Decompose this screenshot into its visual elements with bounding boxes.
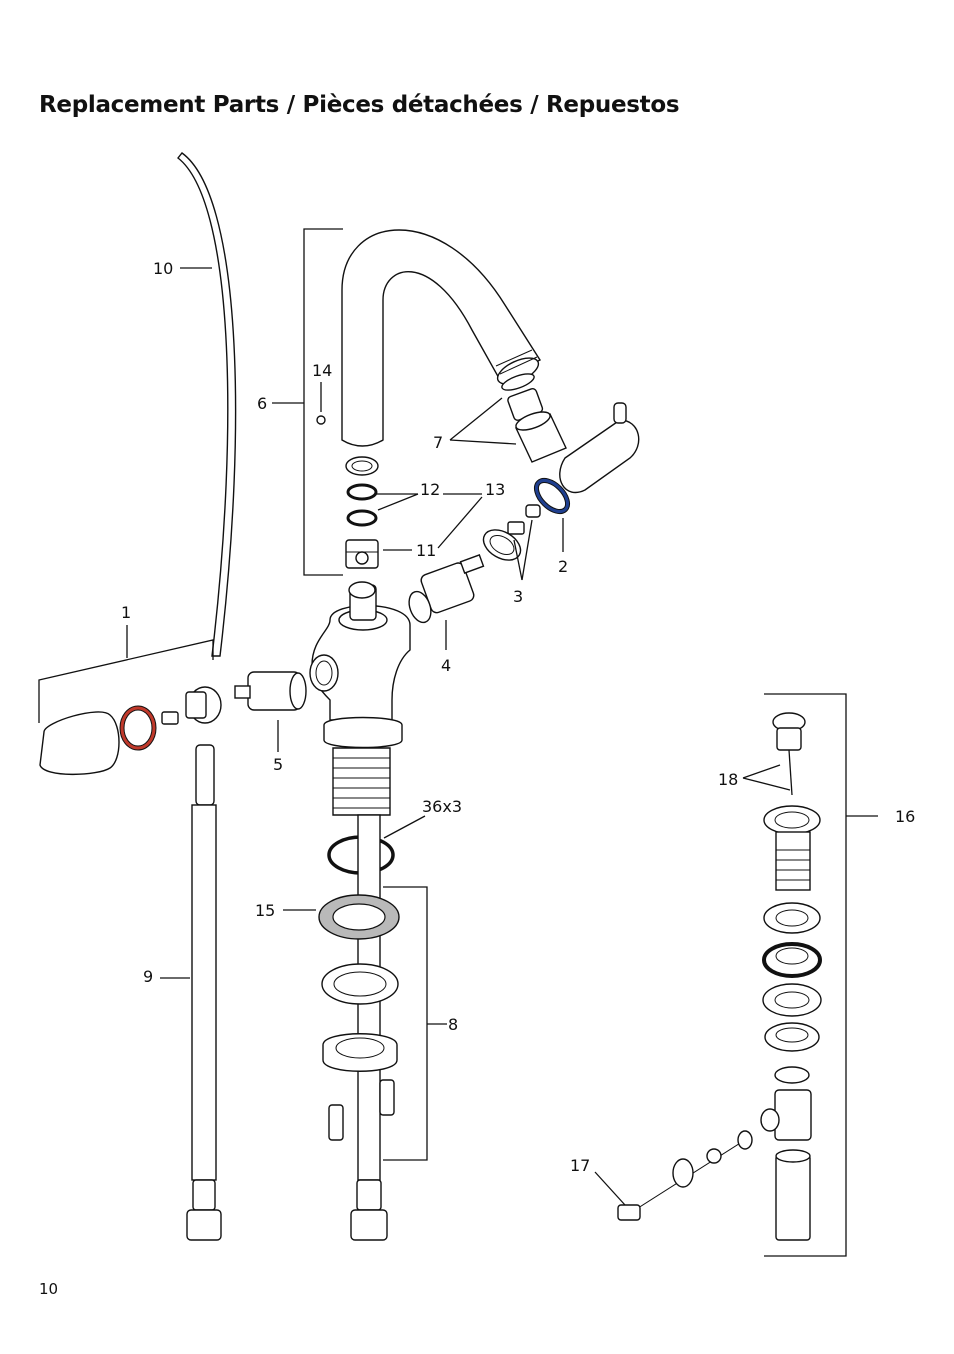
callout-15: 15 <box>255 901 275 920</box>
callout-9: 9 <box>143 967 153 986</box>
callout-11: 11 <box>416 541 436 560</box>
part-9-supply-hose <box>160 744 222 1241</box>
callout-13: 13 <box>485 480 505 499</box>
part-10-flexible-hose <box>177 152 237 657</box>
callout-17: 17 <box>570 1156 590 1175</box>
part-5-cartridge <box>234 671 307 752</box>
callout-12: 12 <box>420 480 440 499</box>
part-16-pop-up-waste <box>742 693 878 1257</box>
callout-14: 14 <box>312 361 332 380</box>
callout-36x3: 36x3 <box>422 797 462 816</box>
callout-7: 7 <box>433 433 443 452</box>
callout-16: 16 <box>895 807 915 826</box>
part-4-cartridge <box>408 554 485 650</box>
callout-10: 10 <box>153 259 173 278</box>
part-14-screw <box>316 382 326 425</box>
lever-handle-right <box>559 402 640 493</box>
part-8-mounting-set <box>321 814 447 1241</box>
part-17-pivot-rod <box>594 1130 753 1221</box>
callout-18: 18 <box>718 770 738 789</box>
callout-5: 5 <box>273 755 283 774</box>
callout-6: 6 <box>257 394 267 413</box>
part-15-washer <box>283 894 400 940</box>
page-number: 10 <box>39 1280 59 1298</box>
part-2-blue-oring <box>533 477 571 552</box>
part-7-aerator <box>449 373 567 463</box>
callout-2: 2 <box>558 557 568 576</box>
callout-1: 1 <box>121 603 131 622</box>
callout-4: 4 <box>441 656 451 675</box>
part-6-spout <box>303 228 542 576</box>
callout-8: 8 <box>448 1015 458 1034</box>
part-3-ring-screw <box>482 504 541 581</box>
part-1-handle <box>38 625 222 776</box>
faucet-body <box>309 581 411 816</box>
part-12-orings <box>345 456 419 527</box>
page-title: Replacement Parts / Pièces détachées / R… <box>39 92 680 118</box>
callout-3: 3 <box>513 587 523 606</box>
part-11-castle-nut <box>345 539 412 569</box>
